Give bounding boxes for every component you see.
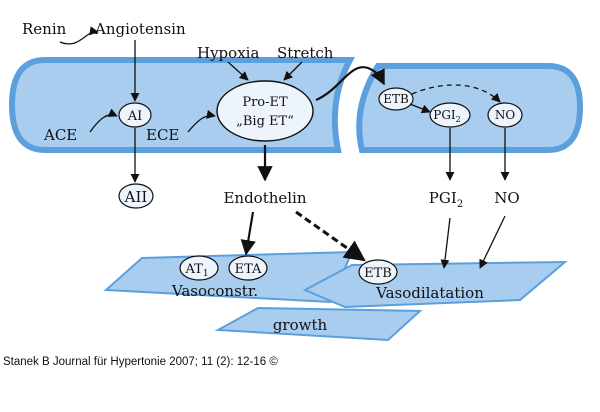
etb-endothelial-node xyxy=(378,87,414,111)
at1-receptor-node xyxy=(179,255,219,281)
pgi2-node-label: PGI2 xyxy=(433,108,461,124)
arrow-hypoxia xyxy=(227,61,249,81)
pgi2-product-label: PGI2 xyxy=(429,189,463,210)
pro-et-label: Pro-ET xyxy=(242,95,288,110)
arrow-no-vasodilatation xyxy=(479,215,506,269)
arrow-pro-et-etb xyxy=(315,66,385,102)
arrow-endothelin-etb-dashed xyxy=(295,210,366,262)
ai-node xyxy=(118,102,152,128)
renin-label: Renin xyxy=(22,20,67,38)
endothelin-pathway-diagram: Renin Angiotensin Hypoxia Stretch ACE EC… xyxy=(8,20,584,342)
at1-label: AT1 xyxy=(184,262,208,279)
stretch-label: Stretch xyxy=(277,44,334,62)
arrow-etb-no-dashed xyxy=(411,84,501,103)
big-et-label: „Big ET“ xyxy=(236,114,294,129)
endothelin-label: Endothelin xyxy=(223,189,306,207)
growth-label: growth xyxy=(273,316,328,334)
arrow-ece xyxy=(187,109,216,133)
vasodilatation-label: Vasodilatation xyxy=(375,284,484,302)
arrow-pgi2-vasodilatation xyxy=(440,217,451,269)
smooth-muscle-growth xyxy=(214,306,423,342)
aii-label: AII xyxy=(124,188,148,206)
source-caption: Stanek B Journal für Hypertonie 2007; 11… xyxy=(3,356,278,368)
arrow-etb-pgi2 xyxy=(409,103,431,114)
vasoconstriction-label: Vasoconstr. xyxy=(171,282,258,300)
pgi2-node xyxy=(429,102,471,128)
etb-smooth-label: ETB xyxy=(364,266,392,281)
eta-receptor-node xyxy=(228,255,268,281)
ai-label: AI xyxy=(127,109,143,124)
aii-node xyxy=(118,183,154,209)
ece-label: ECE xyxy=(146,126,179,144)
ace-label: ACE xyxy=(43,126,77,144)
arrow-renin-angiotensin xyxy=(59,26,99,45)
angiotensin-label: Angiotensin xyxy=(94,20,186,38)
endothelial-cell-right xyxy=(356,63,584,153)
no-product-label: NO xyxy=(494,189,519,207)
hypoxia-label: Hypoxia xyxy=(197,44,259,62)
eta-label: ETA xyxy=(235,262,262,277)
etb-smooth-node xyxy=(358,259,398,285)
pro-et-node xyxy=(216,80,314,142)
etb-endothelial-label: ETB xyxy=(383,92,409,106)
no-node xyxy=(487,102,523,128)
arrow-stretch xyxy=(283,61,303,81)
arrow-endothelin-eta xyxy=(240,211,256,256)
no-node-label: NO xyxy=(495,108,516,122)
arrow-ace xyxy=(89,108,118,133)
